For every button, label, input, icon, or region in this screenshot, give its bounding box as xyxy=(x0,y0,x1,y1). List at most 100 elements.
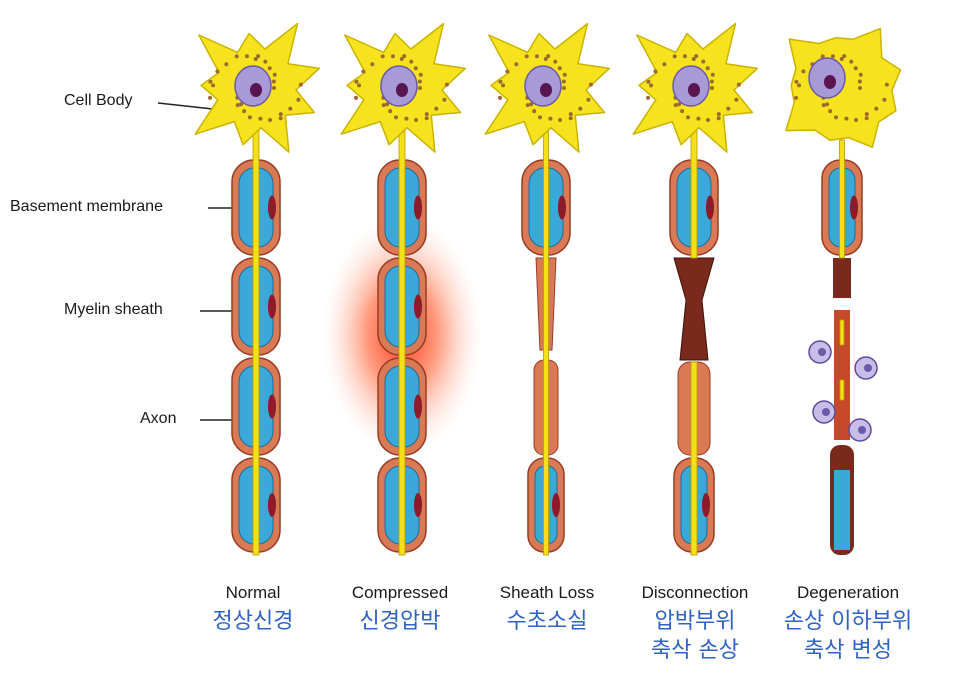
cytoplasm-granule xyxy=(858,86,862,90)
cytoplasm-granule xyxy=(272,86,276,90)
caption-ko: 압박부위 xyxy=(654,609,736,634)
axon xyxy=(839,379,845,401)
caption-degeneration: Degeneration 손상 이하부위 축삭 변성 xyxy=(758,583,938,665)
cytoplasm-granule xyxy=(830,54,835,59)
cytoplasm-granule xyxy=(710,72,715,77)
cytoplasm-granule xyxy=(710,86,714,90)
axon xyxy=(690,129,698,259)
cytoplasm-granule xyxy=(296,97,301,102)
cytoplasm-granule xyxy=(258,116,263,121)
caption-ko: 신경압박 xyxy=(359,609,441,634)
label-axon: Axon xyxy=(140,410,177,427)
neuron-disconnection xyxy=(632,22,759,556)
cytoplasm-granule xyxy=(298,82,303,87)
caption-ko: 수초소실 xyxy=(506,609,588,634)
myelin-fragment xyxy=(834,470,850,550)
cytoplasm-granule xyxy=(858,72,863,77)
cytoplasm-granule xyxy=(390,54,395,59)
cytoplasm-granule xyxy=(673,103,678,108)
cytoplasm-granule xyxy=(646,79,651,84)
cytoplasm-granule xyxy=(568,116,573,121)
cytoplasm-granule xyxy=(413,66,418,71)
macrophage-nucleus xyxy=(818,348,826,356)
schwann-nucleus xyxy=(268,493,276,517)
cytoplasm-granule xyxy=(716,112,721,117)
cytoplasm-granule xyxy=(546,54,551,59)
cytoplasm-granule xyxy=(820,54,825,59)
cytoplasm-granule xyxy=(833,115,838,120)
caption-ko-line2: 축삭 손상 xyxy=(651,638,739,663)
cytoplasm-granule xyxy=(442,97,447,102)
label-basement-membrane: Basement membrane xyxy=(10,198,163,215)
cytoplasm-granule xyxy=(649,83,654,88)
cytoplasm-granule xyxy=(874,106,879,111)
cytoplasm-granule xyxy=(399,57,404,62)
cytoplasm-granule xyxy=(244,54,249,59)
cytoplasm-granule xyxy=(716,116,721,121)
cytoplasm-granule xyxy=(288,106,293,111)
schwann-nucleus xyxy=(268,294,276,319)
cytoplasm-granule xyxy=(418,72,423,77)
macrophage-nucleus xyxy=(858,426,866,434)
cytoplasm-granule xyxy=(825,102,830,107)
cytoplasm-granule xyxy=(736,82,741,87)
caption-en: Disconnection xyxy=(641,583,749,602)
neuron-degeneration xyxy=(785,27,902,555)
nucleolus xyxy=(824,75,836,89)
macrophage-nucleus xyxy=(864,364,872,372)
axon xyxy=(543,129,549,556)
schwann-nucleus xyxy=(414,493,422,517)
cytoplasm-granule xyxy=(417,79,422,84)
cytoplasm-granule xyxy=(235,103,240,108)
cytoplasm-granule xyxy=(797,83,802,88)
cytoplasm-granule xyxy=(385,102,390,107)
label-cell-body: Cell Body xyxy=(64,92,133,109)
neuron-normal xyxy=(194,22,321,556)
cytoplasm-granule xyxy=(677,102,682,107)
caption-ko-line2: 축삭 변성 xyxy=(804,638,892,663)
cytoplasm-granule xyxy=(884,82,889,87)
caption-en: Sheath Loss xyxy=(499,583,595,602)
cytoplasm-granule xyxy=(424,112,429,117)
cytoplasm-granule xyxy=(548,116,553,121)
cytoplasm-granule xyxy=(380,54,385,59)
cytoplasm-granule xyxy=(247,115,252,120)
cytoplasm-granule xyxy=(498,79,503,84)
cytoplasm-granule xyxy=(370,62,375,67)
cytoplasm-granule xyxy=(381,103,386,108)
cytoplasm-granule xyxy=(853,66,858,71)
cytoplasm-granule xyxy=(388,109,393,114)
cytoplasm-granule xyxy=(514,62,519,67)
schwann-nucleus xyxy=(414,394,422,419)
cytoplasm-granule xyxy=(361,69,366,74)
caption-en: Normal xyxy=(225,583,281,602)
cytoplasm-granule xyxy=(357,83,362,88)
axon xyxy=(252,129,260,556)
cytoplasm-granule xyxy=(208,79,213,84)
cytoplasm-granule xyxy=(557,66,562,71)
cytoplasm-granule xyxy=(253,57,258,62)
cytoplasm-granule xyxy=(278,112,283,117)
cytoplasm-granule xyxy=(849,59,854,64)
cytoplasm-granule xyxy=(794,95,799,100)
cytoplasm-granule xyxy=(224,62,229,67)
cytoplasm-granule xyxy=(525,103,530,108)
cytoplasm-granule xyxy=(864,112,869,117)
cytoplasm-granule xyxy=(272,72,277,77)
neuron-sheath-loss xyxy=(484,22,611,556)
cytoplasm-granule xyxy=(242,109,247,114)
schwann-nucleus xyxy=(702,493,710,517)
schwann-nucleus xyxy=(558,195,566,220)
cytoplasm-granule xyxy=(402,54,407,59)
cytoplasm-granule xyxy=(672,54,677,59)
schwann-nucleus xyxy=(706,195,714,220)
cytoplasm-granule xyxy=(561,79,566,84)
cytoplasm-granule xyxy=(354,79,359,84)
neuron-compressed xyxy=(322,22,482,556)
cytoplasm-granule xyxy=(828,109,833,114)
cytoplasm-granule xyxy=(726,106,731,111)
cytoplasm-granule xyxy=(532,109,537,114)
caption-en: Degeneration xyxy=(796,583,900,602)
axon xyxy=(398,129,406,556)
